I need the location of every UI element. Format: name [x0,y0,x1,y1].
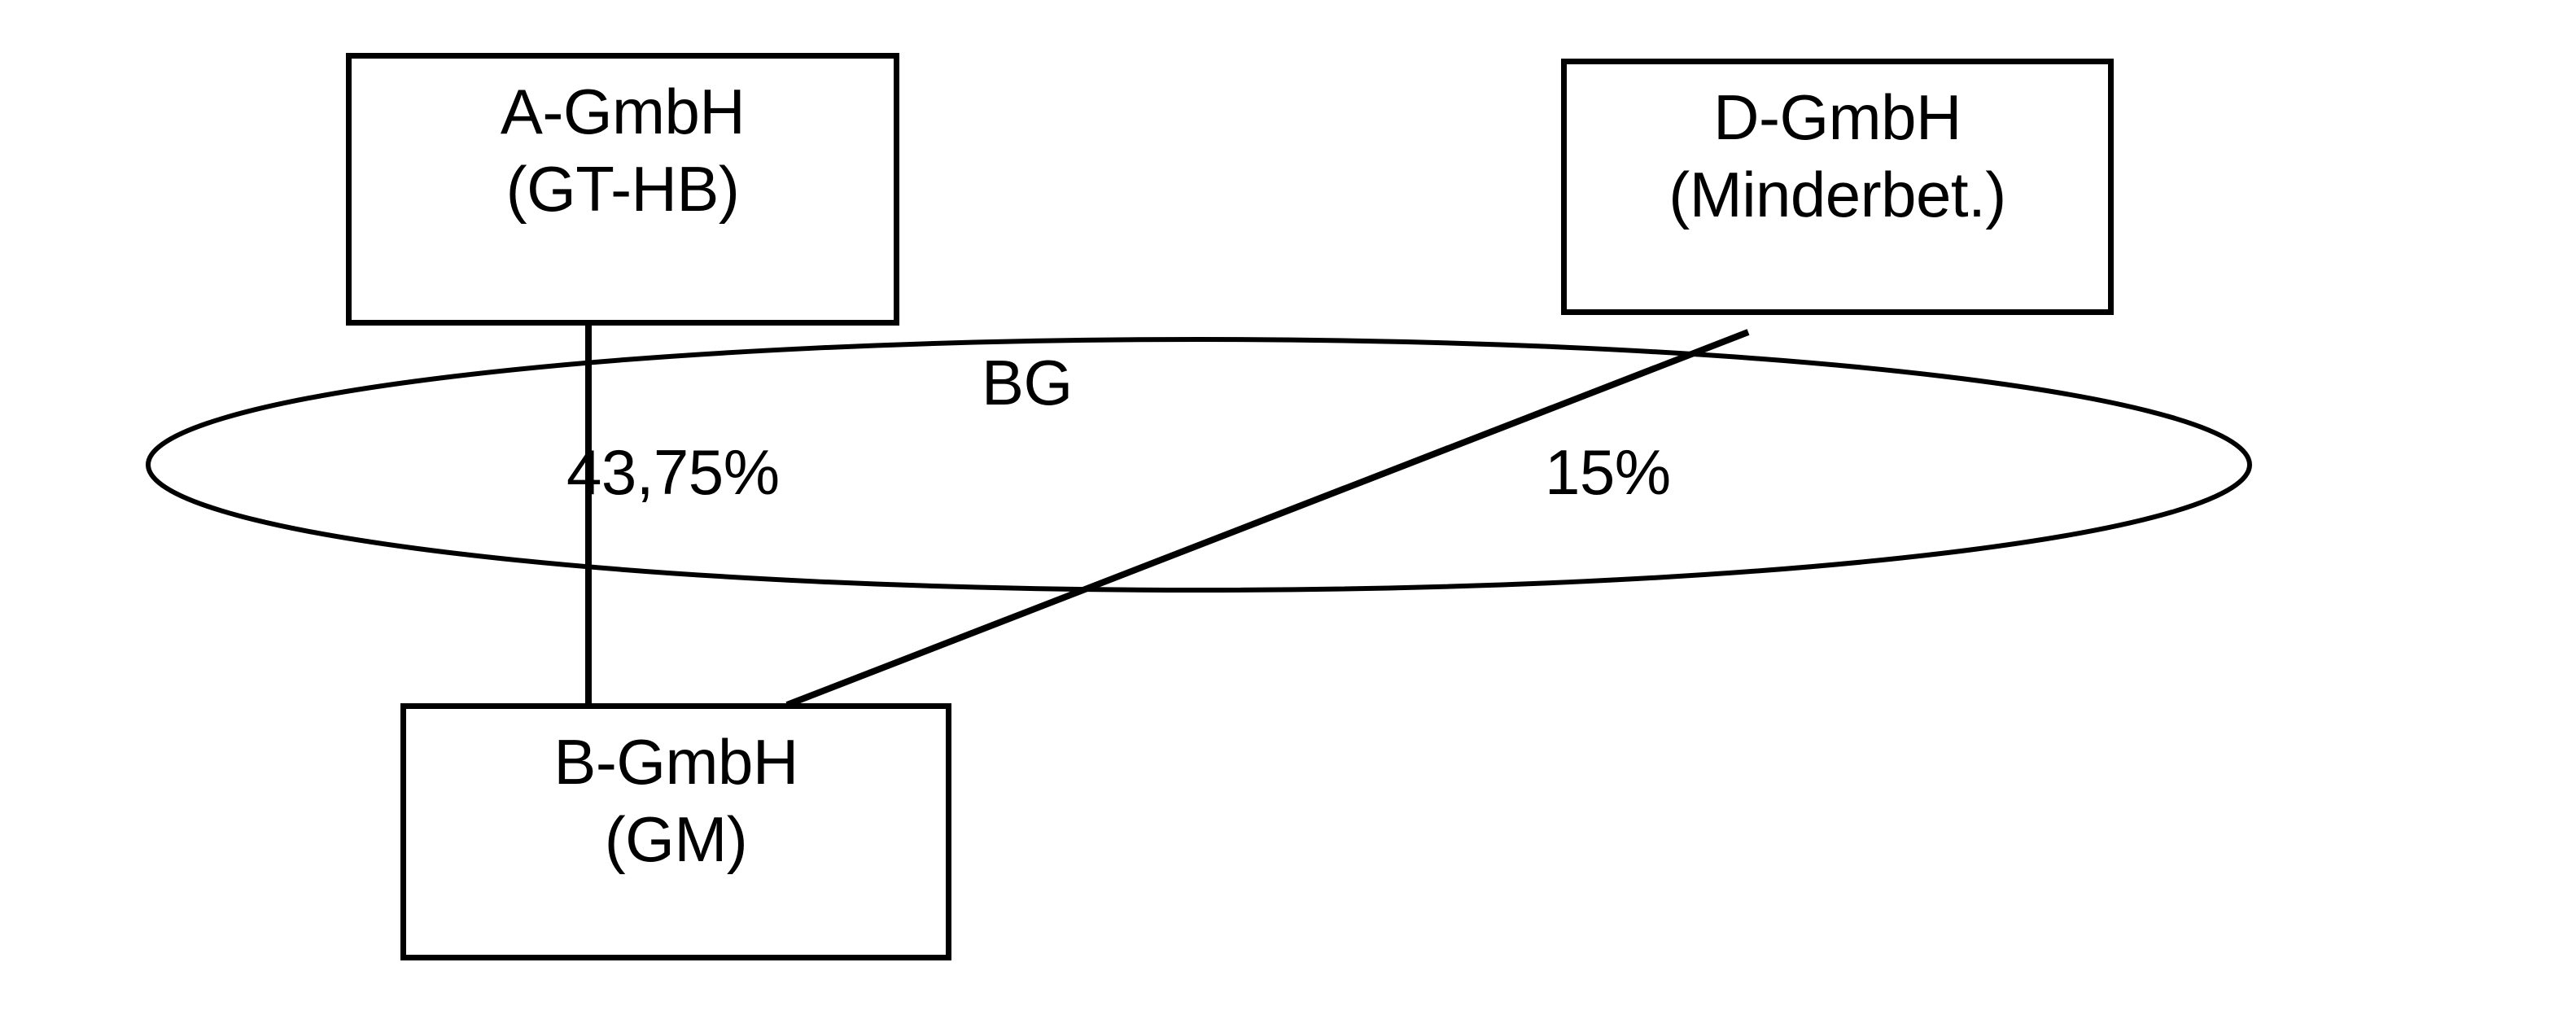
node-a-gmbh-name: A-GmbH [500,76,746,147]
edge-label-d-to-b-percent: 15% [1545,436,1671,508]
group-label-bg: BG [982,347,1073,418]
node-d-gmbh-name: D-GmbH [1713,81,1962,153]
node-d-gmbh-role: (Minderbet.) [1668,159,2006,231]
edge-d-to-b-line [785,329,1750,708]
node-b-gmbh[interactable]: B-GmbH (GM) [400,703,951,960]
node-b-gmbh-name: B-GmbH [553,726,798,798]
node-b-gmbh-role: (GM) [604,803,748,876]
edge-label-a-to-b-percent: 43,75% [566,436,780,508]
node-a-gmbh[interactable]: A-GmbH (GT-HB) [346,53,899,326]
node-d-gmbh[interactable]: D-GmbH (Minderbet.) [1561,59,2114,315]
node-a-gmbh-role: (GT-HB) [505,153,740,225]
group-ellipse-bg [146,337,2252,593]
